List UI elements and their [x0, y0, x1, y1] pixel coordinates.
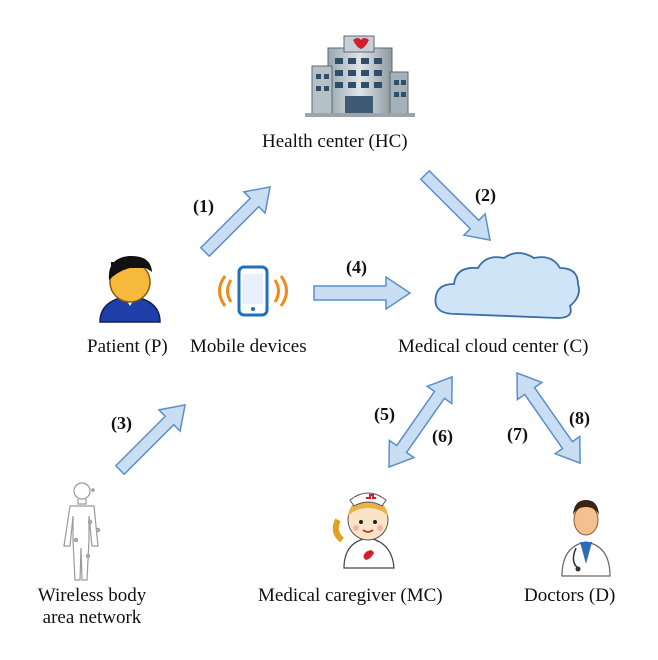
health-center-label: Health center (HC): [262, 131, 408, 152]
arrow-2: [419, 169, 491, 241]
nurse-icon: [332, 492, 395, 569]
step-2-label: (2): [475, 185, 496, 205]
mobile-phone-icon: [218, 265, 288, 317]
wban-label: Wireless body area network: [28, 585, 156, 629]
body-sensor-figure-icon: [63, 482, 101, 581]
doctor-icon: [561, 500, 611, 577]
hospital-building-icon: [305, 35, 415, 117]
wban-label-line-2: area network: [42, 607, 142, 628]
step-3-label: (3): [111, 413, 132, 433]
step-4-label: (4): [346, 257, 367, 277]
patient-avatar-icon: [99, 255, 161, 323]
medical-caregiver-label: Medical caregiver (MC): [258, 585, 443, 606]
patient-label: Patient (P): [87, 336, 168, 357]
step-1-label: (1): [193, 196, 214, 216]
doctors-label: Doctors (D): [524, 585, 616, 606]
wban-label-line-1: Wireless body: [37, 585, 147, 606]
cloud-icon: [434, 252, 580, 319]
medical-cloud-center-label: Medical cloud center (C): [398, 336, 589, 357]
arrow-1: [199, 186, 271, 258]
mobile-devices-label: Mobile devices: [190, 336, 307, 357]
arrow-4: [313, 275, 412, 311]
step-8-label: (8): [569, 408, 590, 428]
arrow-5-6: [388, 375, 453, 469]
arrow-7-8: [516, 371, 581, 465]
arrow-3: [114, 404, 186, 476]
step-7-label: (7): [507, 424, 528, 444]
step-5-label: (5): [374, 404, 395, 424]
step-6-label: (6): [432, 426, 453, 446]
